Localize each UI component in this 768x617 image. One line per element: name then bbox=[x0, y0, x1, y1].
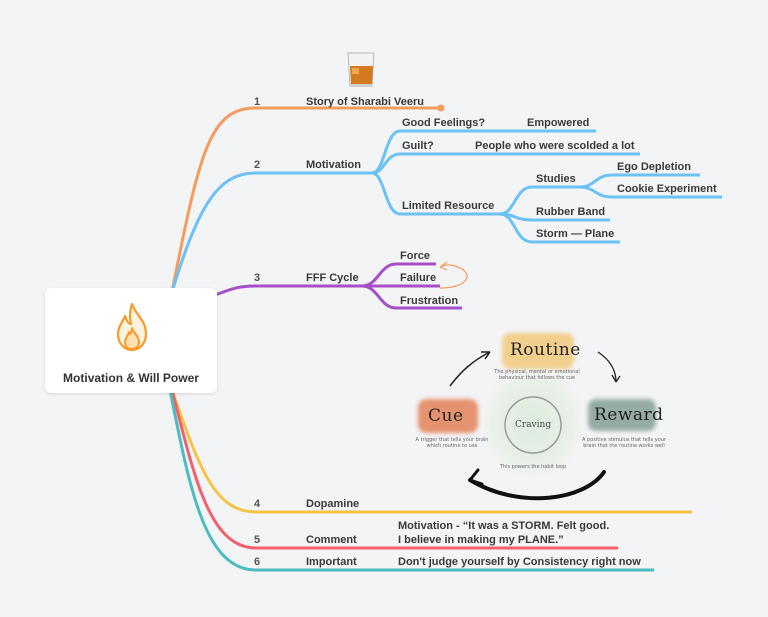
branch-3-label[interactable]: FFF Cycle bbox=[306, 272, 359, 284]
branch-6-number: 6 bbox=[254, 556, 261, 568]
habit-reward-label: Reward bbox=[594, 405, 664, 425]
branch-2-sub-storm bbox=[499, 212, 620, 244]
node-storm-plane[interactable]: Storm — Plane bbox=[536, 228, 615, 240]
fire-icon bbox=[116, 302, 148, 352]
node-good-feelings[interactable]: Good Feelings? bbox=[402, 117, 486, 129]
branch-6-connector bbox=[168, 389, 654, 572]
node-force[interactable]: Force bbox=[400, 250, 430, 262]
craving-circle bbox=[504, 396, 562, 454]
branch-2-number: 2 bbox=[254, 159, 261, 171]
branch-5-number: 5 bbox=[254, 534, 261, 546]
routine-paint bbox=[502, 333, 574, 369]
branch-1-label[interactable]: Story of Sharabi Veeru bbox=[306, 96, 424, 108]
habit-reward-desc: A positive stimulus that tells your brai… bbox=[582, 437, 666, 449]
branch-5-connector bbox=[170, 389, 618, 550]
habit-loop-image bbox=[418, 333, 656, 501]
habit-cue-desc: A trigger that tells your brain which ro… bbox=[415, 437, 489, 449]
branch-2-sub-limited bbox=[371, 171, 500, 216]
branch-4-number: 4 bbox=[254, 498, 261, 510]
habit-craving-label: Craving bbox=[515, 420, 552, 430]
comment-note-line-1[interactable]: Motivation - “It was a STORM. Felt good. bbox=[398, 520, 610, 532]
habit-cue-label: Cue bbox=[428, 406, 464, 426]
branch-3-connector bbox=[211, 284, 362, 298]
cue-paint bbox=[418, 399, 478, 433]
craving-glow bbox=[475, 361, 591, 485]
reward-to-cue-arrow bbox=[468, 470, 606, 501]
reward-paint bbox=[588, 399, 656, 431]
fff-loop-arrowhead bbox=[439, 261, 448, 271]
branch-6-label[interactable]: Important bbox=[306, 556, 357, 568]
habit-craving-desc: This powers the habit loop bbox=[499, 464, 567, 470]
branch-5-label[interactable]: Comment bbox=[306, 534, 357, 546]
root-title: Motivation & Will Power bbox=[63, 371, 199, 385]
node-ego-depletion[interactable]: Ego Depletion bbox=[617, 161, 691, 173]
important-note[interactable]: Don't judge yourself by Consistency righ… bbox=[398, 556, 641, 568]
cue-to-routine-arrow bbox=[449, 351, 491, 387]
branch-2-sub-guilt bbox=[371, 152, 640, 175]
node-failure[interactable]: Failure bbox=[400, 272, 437, 284]
node-rubber-band[interactable]: Rubber Band bbox=[536, 206, 606, 218]
branch-2-sub-cookie bbox=[579, 185, 722, 199]
branch-2-connector bbox=[170, 171, 372, 293]
node-cookie-experiment[interactable]: Cookie Experiment bbox=[617, 183, 717, 195]
comment-note-line-2[interactable]: I believe in making my PLANE.” bbox=[398, 534, 564, 546]
branch-4-label[interactable]: Dopamine bbox=[306, 498, 360, 510]
branch-3-sub-frustration bbox=[361, 284, 462, 310]
branch-4-connector bbox=[170, 389, 692, 514]
branch-2-label[interactable]: Motivation bbox=[306, 159, 361, 171]
node-guilt[interactable]: Guilt? bbox=[402, 140, 434, 152]
branch-3-number: 3 bbox=[254, 272, 261, 284]
branch-1-number: 1 bbox=[254, 96, 261, 108]
habit-routine-label: Routine bbox=[510, 340, 581, 360]
whiskey-glass-icon bbox=[347, 52, 375, 87]
node-empowered[interactable]: Empowered bbox=[527, 117, 590, 129]
branch-1-connector bbox=[170, 106, 440, 293]
branch-1-end-marker bbox=[437, 104, 445, 112]
node-studies[interactable]: Studies bbox=[536, 173, 576, 185]
node-frustration[interactable]: Frustration bbox=[400, 295, 459, 307]
routine-to-reward-arrow bbox=[597, 351, 617, 383]
habit-routine-desc: The physical, mental or emotional behavi… bbox=[494, 369, 580, 381]
node-limited-resource[interactable]: Limited Resource bbox=[402, 200, 495, 212]
node-scolded[interactable]: People who were scolded a lot bbox=[475, 140, 635, 152]
root-node[interactable]: Motivation & Will Power bbox=[45, 288, 217, 393]
fff-loop-arrow bbox=[439, 264, 468, 289]
